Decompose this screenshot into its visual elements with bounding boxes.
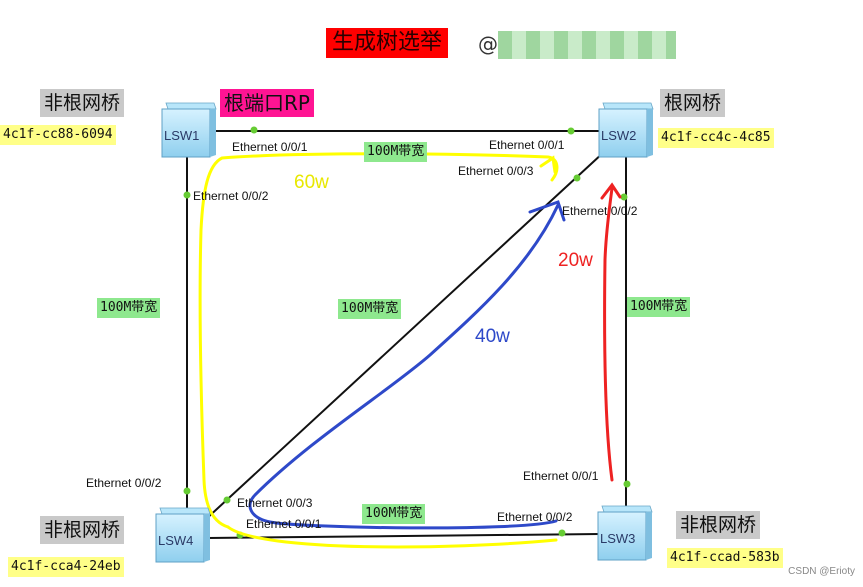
path-red-20w <box>600 182 622 482</box>
port-lsw1-e001: Ethernet 0/0/1 <box>232 140 308 154</box>
port-dots <box>183 126 631 539</box>
port-dot <box>250 126 258 134</box>
bandwidth-diagonal: 100M带宽 <box>338 299 402 319</box>
mac-lsw3: 4c1f-ccad-583b <box>667 548 783 568</box>
port-dot <box>567 127 575 135</box>
switch-lsw4[interactable]: LSW4 <box>155 507 211 563</box>
switch-name: LSW4 <box>158 533 193 548</box>
bandwidth-bottom: 100M带宽 <box>362 504 426 524</box>
port-lsw4-e003: Ethernet 0/0/3 <box>237 496 313 510</box>
role-lsw3: 非根网桥 <box>676 511 761 539</box>
switch-name: LSW2 <box>601 128 636 143</box>
link-lsw4-lsw3 <box>207 533 601 539</box>
path-yellow-bottom <box>226 525 558 549</box>
blurred-watermark <box>498 31 676 59</box>
cost-yellow: 60w <box>294 172 329 193</box>
switch-name: LSW3 <box>600 531 635 546</box>
port-dot <box>623 480 631 488</box>
port-dot <box>620 193 628 201</box>
watermark-at: @ <box>478 32 498 56</box>
port-lsw3-e002: Ethernet 0/0/2 <box>497 510 573 524</box>
port-dot <box>558 529 566 537</box>
page-title: 生成树选举 <box>326 28 449 58</box>
credit-text: CSDN @Erioty <box>788 566 855 577</box>
port-dot <box>573 174 581 182</box>
port-dot <box>183 487 191 495</box>
bandwidth-left: 100M带宽 <box>97 298 161 318</box>
role-lsw4: 非根网桥 <box>40 516 125 544</box>
port-lsw2-e002: Ethernet 0/0/2 <box>562 204 638 218</box>
root-port-label: 根端口RP <box>220 89 314 117</box>
role-lsw2: 根网桥 <box>660 89 726 117</box>
cost-blue: 40w <box>475 326 510 347</box>
switch-name: LSW1 <box>164 128 199 143</box>
link-lsw4-lsw2 <box>204 151 605 521</box>
switch-lsw1[interactable]: LSW1 <box>161 102 217 158</box>
path-yellow-60w <box>198 152 559 529</box>
bandwidth-right: 100M带宽 <box>627 297 691 317</box>
links <box>186 130 627 539</box>
mac-lsw4: 4c1f-cca4-24eb <box>8 557 124 577</box>
port-lsw4-e002: Ethernet 0/0/2 <box>86 476 162 490</box>
port-lsw3-e001: Ethernet 0/0/1 <box>523 469 599 483</box>
role-lsw1: 非根网桥 <box>40 89 125 117</box>
mac-lsw2: 4c1f-cc4c-4c85 <box>658 128 774 148</box>
path-blue-40w <box>248 200 566 530</box>
switch-lsw2[interactable]: LSW2 <box>598 102 654 158</box>
mac-lsw1: 4c1f-cc88-6094 <box>0 125 116 145</box>
port-lsw2-e003: Ethernet 0/0/3 <box>458 164 534 178</box>
switch-lsw3[interactable]: LSW3 <box>597 505 653 561</box>
port-lsw4-e001: Ethernet 0/0/1 <box>246 517 322 531</box>
port-lsw1-e002: Ethernet 0/0/2 <box>193 189 269 203</box>
port-dot <box>223 496 231 504</box>
port-dot <box>183 191 191 199</box>
port-lsw2-e001: Ethernet 0/0/1 <box>489 138 565 152</box>
bandwidth-top: 100M带宽 <box>364 142 428 162</box>
cost-red: 20w <box>558 250 593 271</box>
